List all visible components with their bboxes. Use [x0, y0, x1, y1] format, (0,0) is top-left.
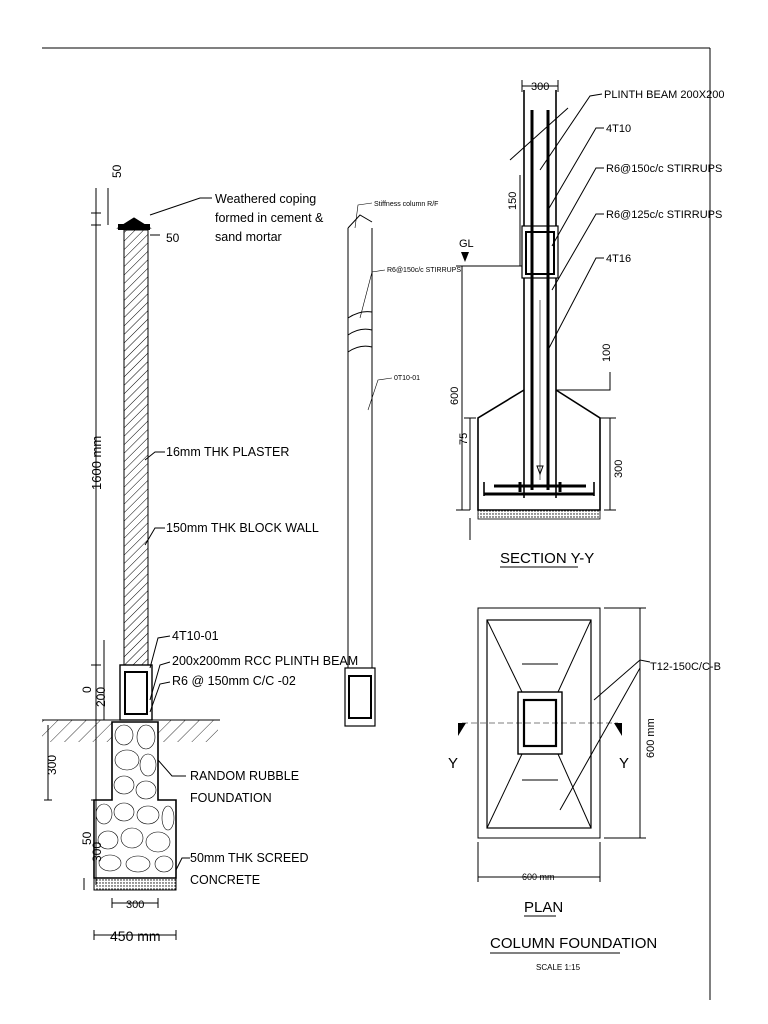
- dim-coping-height: 50: [110, 164, 124, 178]
- dim-screed-depth: 50: [80, 831, 94, 845]
- section-footing: [477, 389, 601, 511]
- dim-wall-height: 1600 mm: [89, 436, 104, 490]
- label-rebar: 4T10-01: [172, 629, 219, 643]
- dim-beam-level: 0: [80, 686, 94, 693]
- block-wall: [123, 229, 149, 666]
- dim-footing-slope: 75: [458, 433, 470, 445]
- plan-texts: T12-150C/C-B 600 mm 600 mm Y Y PLAN COLU…: [448, 661, 721, 972]
- wall-leaders: [144, 197, 212, 871]
- plan-title: PLAN: [524, 899, 563, 916]
- label-plinth-beam: 200x200mm RCC PLINTH BEAM: [172, 654, 358, 668]
- label-rubble-2: FOUNDATION: [190, 791, 272, 805]
- dim-rubble-step: 300: [90, 842, 104, 862]
- label-section-4t10: 4T10: [606, 123, 631, 135]
- wall-width-dimension-lines: [93, 898, 177, 940]
- label-column-stirrups: R6@150c/c STIRRUPS: [387, 267, 461, 274]
- gl-marker: [461, 252, 469, 262]
- label-column-rf: Stiffness column R/F: [374, 201, 438, 208]
- dim-footing-width: 450 mm: [110, 928, 161, 944]
- label-coping-3: sand mortar: [215, 230, 282, 244]
- section-blinding: [477, 509, 601, 520]
- dim-coping-projection: 50: [166, 231, 180, 245]
- label-gl: GL: [459, 238, 474, 250]
- wall-dimension-texts: 50 50 1600 mm 0 200 300 50 300 300 450 m…: [45, 164, 180, 944]
- label-rubble-1: RANDOM RUBBLE: [190, 769, 299, 783]
- dim-foundation-depth: 300: [45, 755, 59, 775]
- plan-subtitle: COLUMN FOUNDATION: [490, 935, 657, 952]
- label-plan-reinforcement: T12-150C/C-B: [650, 661, 721, 673]
- dim-footing-inner-width: 300: [126, 899, 144, 911]
- label-plaster: 16mm THK PLASTER: [166, 445, 289, 459]
- column-detail: [344, 202, 393, 727]
- label-section-4t16: 4T16: [606, 253, 631, 265]
- dim-plan-height: 600 mm: [645, 718, 657, 758]
- label-section-stirrups-150: R6@150c/c STIRRUPS: [606, 163, 722, 175]
- rubble-foundation: [93, 721, 177, 879]
- rubble-stones: [95, 724, 175, 873]
- section-title: SECTION Y-Y: [500, 550, 594, 567]
- label-section-plinth-beam: PLINTH BEAM 200X200: [604, 89, 724, 101]
- dim-beam-depth: 200: [94, 687, 108, 707]
- plan-mark-left: Y: [448, 755, 458, 772]
- dim-footing-depth-total: 600: [449, 387, 461, 405]
- column-labels: Stiffness column R/F R6@150c/c STIRRUPS …: [374, 201, 461, 382]
- section-texts: 300 150 600 75 300 100 GL PLINTH BEAM 20…: [449, 81, 724, 567]
- dim-plan-width: 600 mm: [522, 872, 555, 882]
- plan-view: [458, 607, 651, 882]
- label-coping-1: Weathered coping: [215, 192, 316, 206]
- plan-scale: SCALE 1:15: [536, 963, 581, 972]
- label-column-bars: 0T10-01: [394, 375, 420, 382]
- label-section-stirrups-125: R6@125c/c STIRRUPS: [606, 209, 722, 221]
- dim-step: 100: [601, 344, 613, 362]
- sheet-frame: [42, 47, 711, 1000]
- dim-above-gl: 150: [507, 192, 519, 210]
- plan-mark-right: Y: [619, 755, 629, 772]
- label-screed-2: CONCRETE: [190, 873, 260, 887]
- label-block-wall: 150mm THK BLOCK WALL: [166, 521, 319, 535]
- ground-hatch: [42, 720, 112, 742]
- screed-concrete: [93, 877, 177, 891]
- section-yy: [456, 80, 616, 540]
- label-coping-2: formed in cement &: [215, 211, 324, 225]
- wall-labels: Weathered coping formed in cement & sand…: [166, 192, 358, 887]
- label-screed-1: 50mm THK SCREED: [190, 851, 309, 865]
- section-plinth-beam: [521, 225, 559, 279]
- label-stirrups: R6 @ 150mm C/C -02: [172, 674, 296, 688]
- dim-column-width: 300: [531, 81, 549, 93]
- dim-footing-edge: 300: [613, 460, 625, 478]
- wall-section: [42, 188, 220, 891]
